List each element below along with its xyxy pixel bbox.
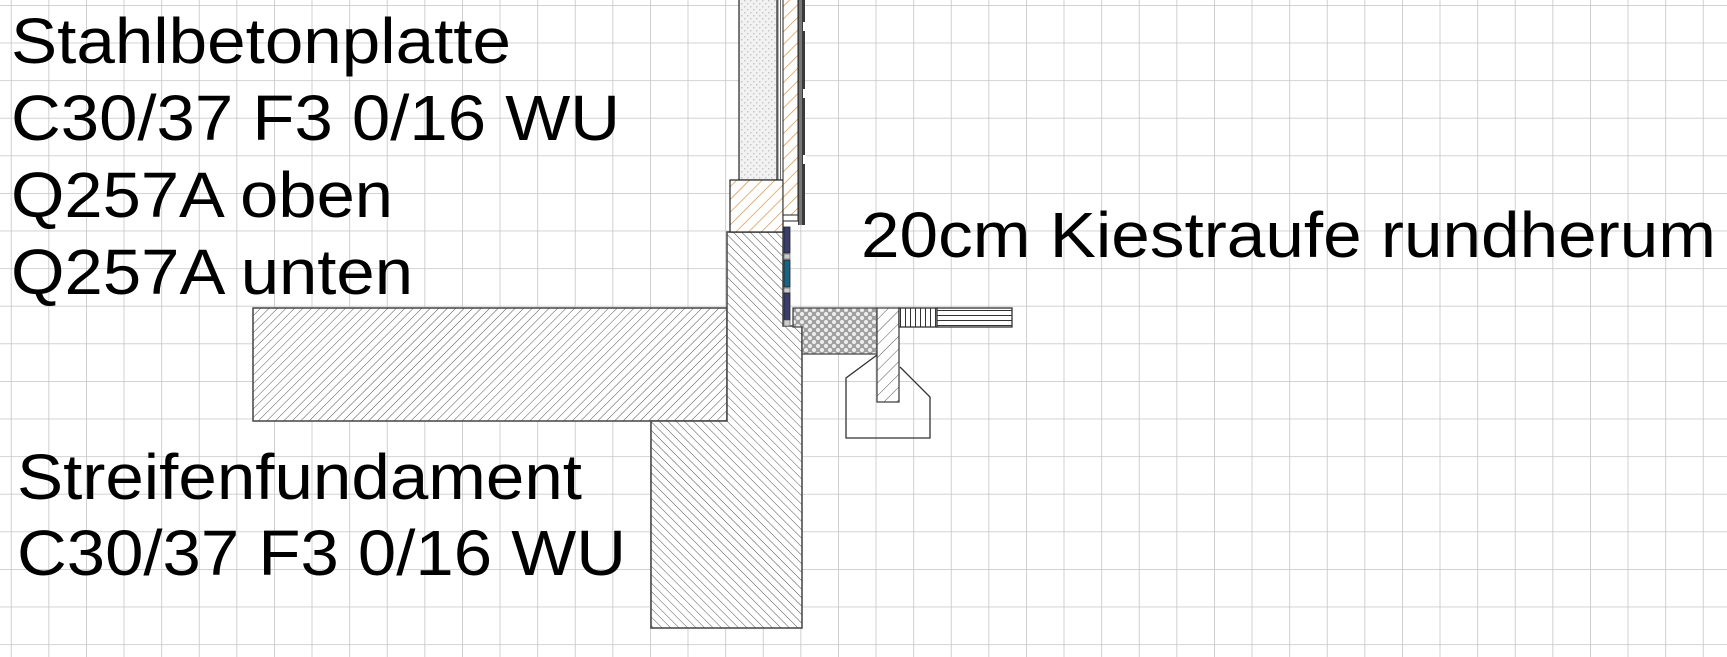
wall-insulation-layer [782,0,799,216]
strip-footing-section [650,231,803,629]
plinth-insulation-block [729,179,784,233]
gravel-strip [792,307,878,355]
paving-vertical [898,307,938,328]
slab-label-line: Q257A oben [11,159,393,231]
insulation-base-rail [782,214,799,222]
paving-horizontal [936,307,1013,328]
gravel-label: 20cm Kiestraufe rundherum [861,199,1716,271]
slab-section [252,307,728,422]
slab-label: Stahlbetonplatte C30/37 F3 0/16 WU Q257A… [11,5,620,308]
footing-label-line: C30/37 F3 0/16 WU [17,517,626,589]
slab-label-line: C30/37 F3 0/16 WU [11,82,620,154]
wall-masonry-layer [738,0,778,181]
footing-label: Streifenfundament C30/37 F3 0/16 WU [17,441,626,589]
facade-cladding [798,0,806,225]
slab-label-line: Stahlbetonplatte [11,5,511,77]
edge-stone [876,307,900,403]
footing-label-line: Streifenfundament [17,441,582,513]
wall-membrane-layer [776,0,784,181]
edge-stone-bedding [845,354,931,439]
perimeter-sealing-strips [783,226,791,327]
slab-label-line: Q257A unten [11,236,413,308]
